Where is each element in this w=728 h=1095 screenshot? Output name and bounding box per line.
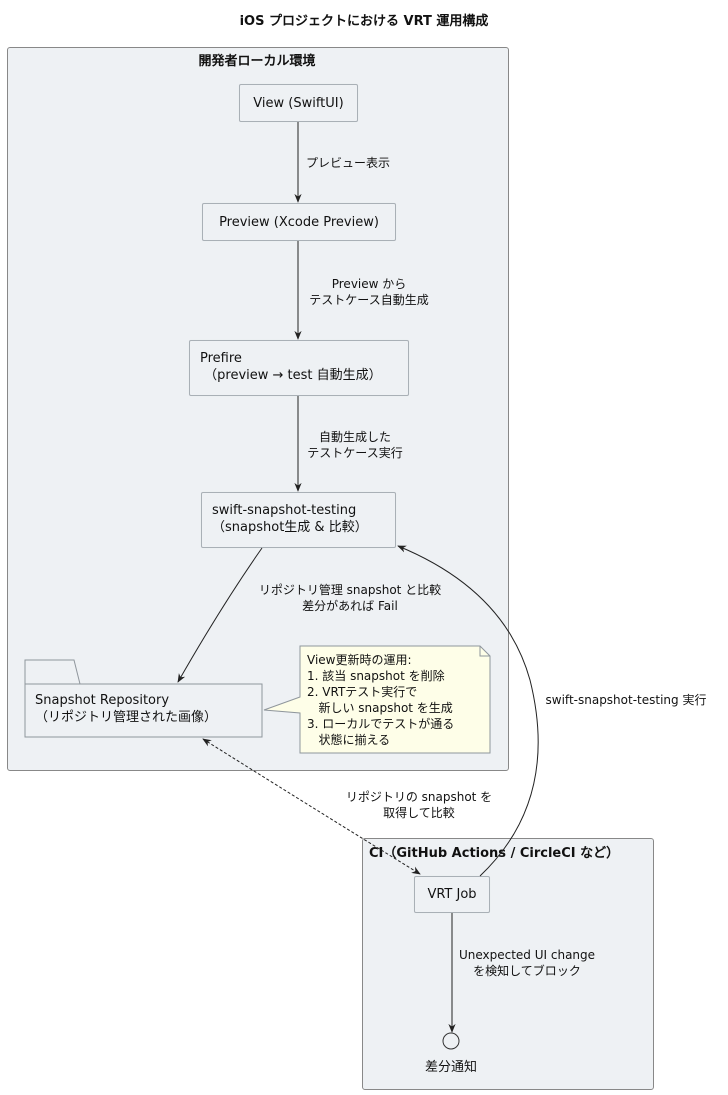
- node-xcode-preview[interactable]: Preview (Xcode Preview): [202, 203, 396, 241]
- node-view-swiftui[interactable]: View (SwiftUI): [239, 84, 358, 122]
- node-diff-notification[interactable]: 差分通知: [424, 1060, 477, 1075]
- edge-snapshot-testing-to-repository[interactable]: [177, 547, 263, 683]
- edge-repository-to-vrt-job[interactable]: [202, 738, 421, 875]
- node-swift-snapshot-testing[interactable]: swift-snapshot-testing （snapshot生成 & 比較）: [201, 492, 396, 548]
- node-prefire[interactable]: Prefire （preview → test 自動生成）: [189, 340, 409, 396]
- edge-vrt-job-to-snapshot-testing[interactable]: [397, 545, 539, 877]
- edge-label-preview-to-prefire: Preview から テストケース自動生成: [309, 277, 429, 307]
- edge-label-repository-to-vrt-job: リポジトリの snapshot を 取得して比較: [345, 790, 493, 820]
- group-ci-label: CI（GitHub Actions / CircleCI など）: [369, 846, 620, 861]
- notify-endpoint-icon: [442, 1032, 460, 1050]
- edge-label-prefire-to-snapshot-testing: 自動生成した テストケース実行: [307, 430, 403, 460]
- node-snapshot-repository[interactable]: Snapshot Repository （リポジトリ管理された画像）: [35, 693, 218, 725]
- group-ci: [362, 838, 654, 1090]
- group-local-environment-label: 開発者ローカル環境: [198, 54, 316, 69]
- edge-label-vrt-job-to-notify: Unexpected UI change を検知してブロック: [458, 948, 596, 978]
- node-vrt-job[interactable]: VRT Job: [414, 876, 490, 913]
- edge-label-vrt-job-to-snapshot-testing: swift-snapshot-testing 実行: [545, 693, 707, 707]
- diagram-title: iOS プロジェクトにおける VRT 運用構成: [239, 14, 489, 29]
- edge-label-view-to-preview: プレビュー表示: [305, 156, 390, 170]
- edge-label-snapshot-testing-to-repository: リポジトリ管理 snapshot と比較 差分があれば Fail: [258, 583, 442, 613]
- operation-note: View更新時の運用: 1. 該当 snapshot を削除 2. VRTテスト…: [307, 653, 455, 747]
